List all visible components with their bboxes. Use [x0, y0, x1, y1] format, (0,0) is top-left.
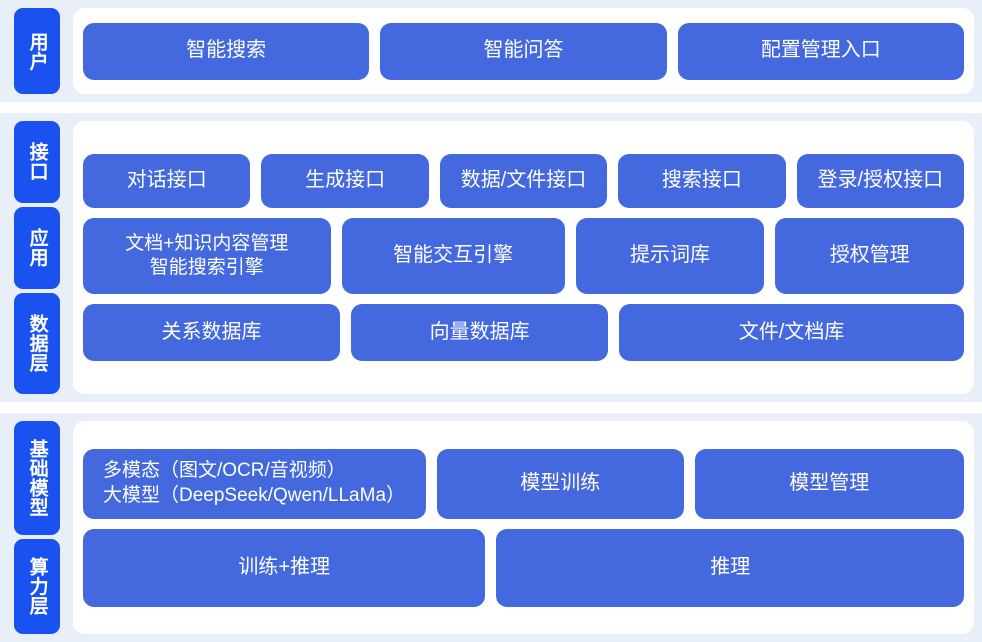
- node-file-document-store[interactable]: 文件/文档库: [619, 304, 964, 361]
- node-smart-interaction-engine[interactable]: 智能交互引擎: [341, 218, 565, 294]
- panel-base: 多模态（图文/OCR/音视频） 大模型（DeepSeek/Qwen/LLaMa）…: [73, 421, 974, 634]
- node-training-plus-inference[interactable]: 训练+推理: [83, 528, 486, 607]
- row-user-entries: 智能搜索 智能问答 配置管理入口: [83, 22, 964, 80]
- node-data-file-api[interactable]: 数据/文件接口: [439, 154, 608, 208]
- node-relational-database[interactable]: 关系数据库: [83, 304, 341, 361]
- node-vector-database[interactable]: 向量数据库: [351, 304, 609, 361]
- layer-rail-base: 基础模型 算力层: [14, 421, 60, 634]
- layer-label-data: 数据层: [14, 292, 60, 394]
- panel-user: 智能搜索 智能问答 配置管理入口: [73, 8, 974, 94]
- node-inference[interactable]: 推理: [496, 528, 964, 607]
- layer-label-foundation-model: 基础模型: [14, 421, 60, 536]
- node-model-management[interactable]: 模型管理: [694, 448, 964, 519]
- row-interface: 对话接口 生成接口 数据/文件接口 搜索接口 登录/授权接口: [83, 154, 965, 208]
- node-search-api[interactable]: 搜索接口: [618, 154, 786, 208]
- node-document-knowledge-management[interactable]: 文档+知识内容管理 智能搜索引擎: [83, 218, 331, 294]
- section-base: 基础模型 算力层 多模态（图文/OCR/音视频） 大模型（DeepSeek/Qw…: [0, 413, 982, 642]
- layer-label-application: 应用: [14, 206, 60, 289]
- layer-label-user: 用户: [14, 8, 60, 94]
- node-dialog-api[interactable]: 对话接口: [83, 154, 251, 208]
- node-prompt-library[interactable]: 提示词库: [575, 218, 765, 294]
- layer-label-compute: 算力层: [14, 539, 60, 634]
- panel-core: 对话接口 生成接口 数据/文件接口 搜索接口 登录/授权接口 文档+知识内容管理…: [73, 121, 974, 394]
- section-user: 用户 智能搜索 智能问答 配置管理入口: [0, 0, 982, 102]
- node-generation-api[interactable]: 生成接口: [261, 154, 429, 208]
- node-login-auth-api[interactable]: 登录/授权接口: [796, 154, 965, 208]
- layer-label-interface: 接口: [14, 121, 60, 203]
- node-smart-search[interactable]: 智能搜索: [83, 22, 370, 80]
- row-compute: 训练+推理 推理: [83, 528, 964, 607]
- node-smart-qa[interactable]: 智能问答: [380, 22, 667, 80]
- row-model: 多模态（图文/OCR/音视频） 大模型（DeepSeek/Qwen/LLaMa）…: [83, 448, 964, 519]
- row-data: 关系数据库 向量数据库 文件/文档库: [83, 304, 964, 361]
- node-config-management-entry[interactable]: 配置管理入口: [677, 22, 964, 80]
- section-core: 接口 应用 数据层 对话接口 生成接口 数据/文件接口 搜索接口 登录/授权接口…: [0, 113, 982, 402]
- node-model-training[interactable]: 模型训练: [436, 448, 684, 519]
- layer-rail-core: 接口 应用 数据层: [14, 121, 60, 394]
- layer-rail-user: 用户: [14, 8, 60, 94]
- node-multimodal-large-model[interactable]: 多模态（图文/OCR/音视频） 大模型（DeepSeek/Qwen/LLaMa）: [83, 448, 426, 519]
- node-authorization-management[interactable]: 授权管理: [775, 218, 965, 294]
- row-application: 文档+知识内容管理 智能搜索引擎 智能交互引擎 提示词库 授权管理: [83, 218, 965, 294]
